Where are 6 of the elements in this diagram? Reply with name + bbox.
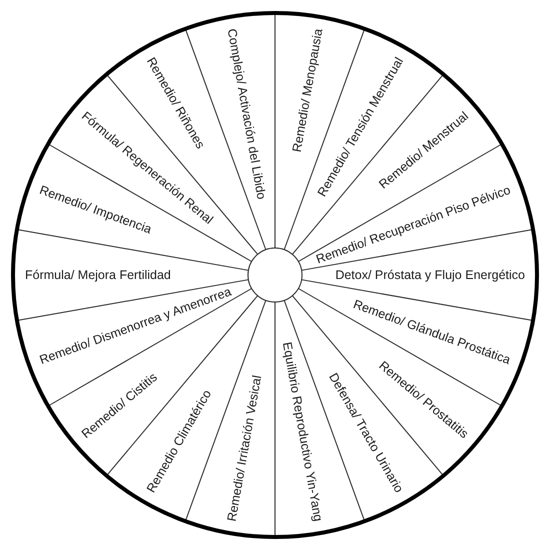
sector-label: Remedio/ Irritación Vesical: [224, 374, 264, 522]
sector-label: Detox/ Próstata y Flujo Energético: [335, 268, 525, 282]
sector-label: Complejo/ Activación del Libido: [224, 28, 269, 200]
sector-label: Fórmula/ Mejora Fertilidad: [25, 268, 171, 282]
sector-label: Equilibrio Reproductivo Yin-Yang: [280, 340, 326, 522]
sector-label: Remedio/ Menopausia: [290, 28, 326, 154]
